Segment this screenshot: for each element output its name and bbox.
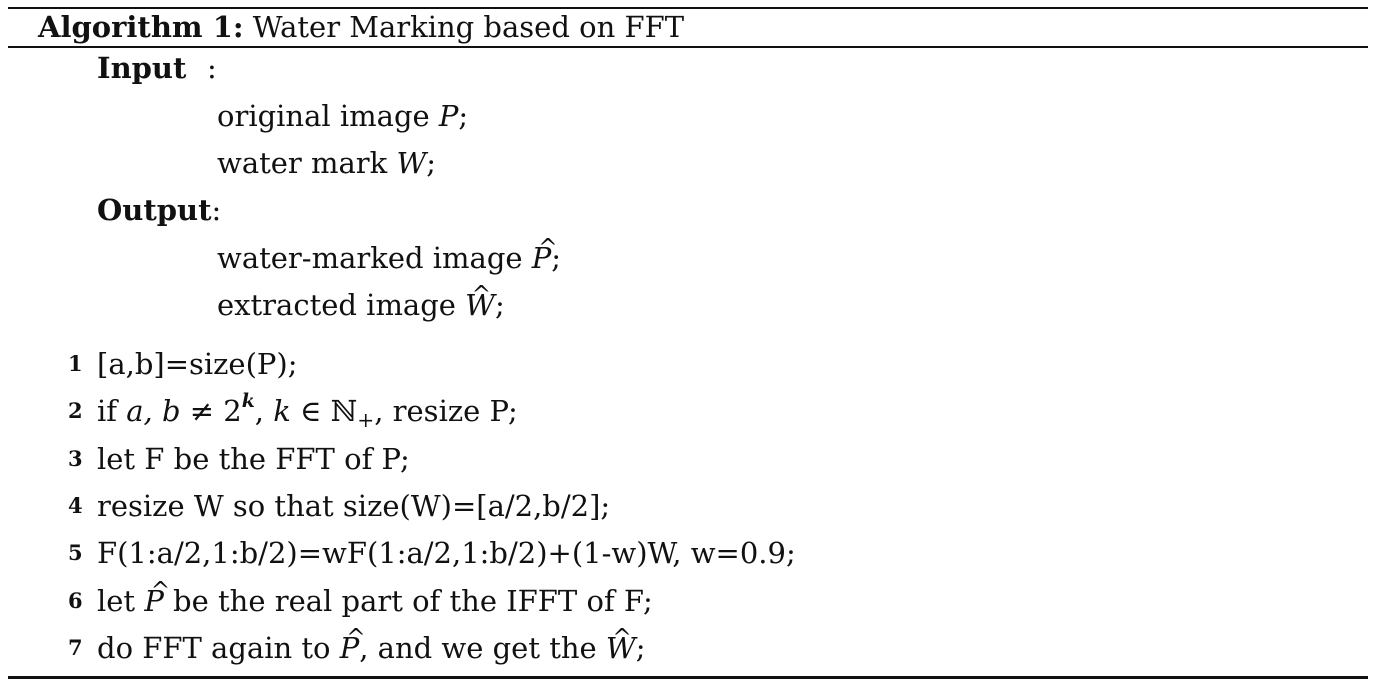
step-number: 7 — [68, 635, 83, 660]
bottom-rule — [8, 676, 1368, 679]
step-text: let F be the FFT of P; — [97, 442, 410, 476]
algorithm-title: Water Marking based on FFT — [252, 10, 685, 44]
step-text: if a, b ≠ 2k, k ∈ ℕ+, resize P; — [97, 389, 518, 433]
var-p-hat: P — [532, 228, 557, 278]
top-rule — [8, 7, 1368, 9]
step-number: 5 — [68, 540, 83, 565]
var-w-hat: W — [465, 275, 495, 325]
step-number: 3 — [68, 446, 83, 471]
step-text: resize W so that size(W)=[a/2,b/2]; — [97, 489, 611, 523]
step-text: do FFT again to P, and we get the W; — [97, 618, 646, 668]
header-rule — [8, 46, 1368, 48]
output-label: Output — [97, 193, 212, 227]
step-number: 1 — [68, 351, 83, 376]
output-item-water-marked-image: water-marked image P; — [217, 228, 561, 278]
output-heading: Output: — [97, 190, 221, 230]
output-item-extracted-image: extracted image W; — [217, 275, 505, 325]
var-w: W — [396, 146, 427, 180]
step-number: 6 — [68, 588, 83, 613]
step-text: [a,b]=size(P); — [97, 347, 298, 381]
step-number: 4 — [68, 493, 83, 518]
algorithm-label: Algorithm 1: — [38, 10, 244, 44]
step-text: F(1:a/2,1:b/2)=wF(1:a/2,1:b/2)+(1-w)W, w… — [97, 536, 796, 570]
input-heading: Input : — [97, 48, 217, 88]
step-text: let P be the real part of the IFFT of F; — [97, 571, 653, 621]
algorithm-header: Algorithm 1: Water Marking based on FFT — [38, 8, 684, 46]
var-p: P — [438, 99, 459, 133]
output-colon: : — [211, 193, 222, 227]
input-item-original-image: original image P; — [217, 99, 469, 133]
step-number: 2 — [68, 398, 83, 423]
input-label: Input — [97, 51, 187, 85]
input-colon: : — [207, 51, 217, 85]
input-item-water-mark: water mark W; — [217, 146, 437, 180]
